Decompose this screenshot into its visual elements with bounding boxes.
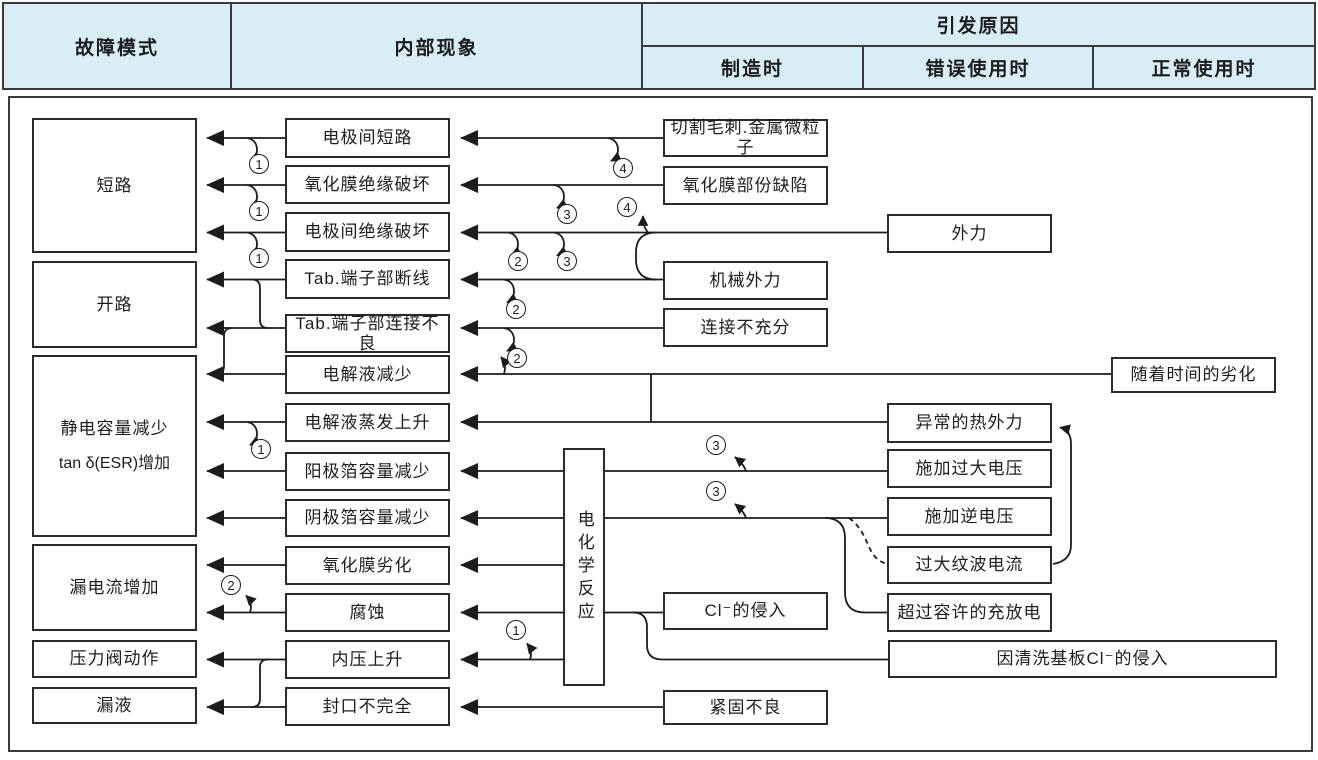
header-divider [862, 45, 864, 88]
header-divider [230, 4, 232, 88]
callout-number-1: 1 [251, 439, 271, 459]
callout-number-4: 4 [613, 158, 633, 178]
callout-number-4: 4 [617, 197, 637, 217]
box-inter-electrode-short: 电极间短路 [285, 118, 450, 158]
box-open-circuit: 开路 [32, 261, 197, 348]
box-internal-pressure-rise: 内压上升 [285, 640, 450, 679]
box-cutting-burr-metal-particles: 切割毛刺.金属微粒子 [663, 118, 828, 157]
box-leak-current-increase: 漏电流增加 [32, 544, 197, 631]
callout-number-1: 1 [249, 201, 269, 221]
callout-number-1: 1 [249, 154, 269, 174]
box-electrochemical-reaction: 电化学反应 [563, 448, 605, 686]
box-bad-tightening: 紧固不良 [663, 690, 828, 725]
box-electrolyte-evaporation: 电解液蒸发上升 [285, 403, 450, 442]
box-incomplete-sealing: 封口不完全 [285, 687, 450, 726]
callout-number-3: 3 [706, 435, 726, 455]
callout-number-2: 2 [221, 575, 241, 595]
callout-number-3: 3 [557, 204, 577, 224]
header-internal-phenomenon: 内部现象 [394, 37, 479, 59]
box-mechanical-external-force: 机械外力 [663, 261, 828, 300]
box-excessive-ripple-current: 过大纹波电流 [887, 546, 1052, 584]
callout-number-3: 3 [706, 481, 726, 501]
box-liquid-leak: 漏液 [32, 687, 197, 724]
box-excessive-voltage: 施加过大电压 [887, 449, 1052, 488]
header-during-manufacturing: 制造时 [720, 59, 784, 80]
header-divider [1092, 45, 1094, 88]
box-pcb-cleaning-cl-intrusion: 因清洗基板Cl⁻的侵入 [888, 640, 1277, 678]
header-trigger-cause: 引发原因 [936, 16, 1021, 37]
box-cathode-foil-cap-decrease: 阴极箔容量减少 [285, 499, 450, 537]
box-insufficient-connection: 连接不充分 [663, 308, 828, 347]
callout-number-2: 2 [506, 299, 526, 319]
box-anode-foil-cap-decrease: 阳极箔容量减少 [285, 452, 450, 491]
box-corrosion: 腐蚀 [285, 593, 450, 632]
callout-number-3: 3 [557, 251, 577, 271]
box-short-circuit: 短路 [32, 118, 197, 253]
box-sublabel: tan δ(ESR)增加 [58, 455, 171, 473]
box-over-allowed-charge-discharge: 超过容许的充放电 [887, 593, 1052, 632]
box-external-force: 外力 [887, 214, 1052, 253]
box-label: 静电容量减少 [60, 418, 169, 438]
callout-number-1: 1 [506, 620, 526, 640]
header-during-normal-use: 正常使用时 [1151, 59, 1257, 80]
box-electrolyte-decrease: 电解液减少 [285, 355, 450, 394]
box-oxide-film-degradation: 氧化膜劣化 [285, 546, 450, 585]
box-capacitance-decrease: 静电容量减少 tan δ(ESR)增加 [32, 355, 197, 537]
box-reverse-voltage: 施加逆电压 [887, 497, 1052, 536]
box-oxide-film-partial-defect: 氧化膜部份缺陷 [663, 166, 828, 205]
box-tab-terminal-bad-contact: Tab.端子部连接不良 [285, 314, 450, 353]
callout-number-1: 1 [249, 248, 269, 268]
callout-number-2: 2 [507, 348, 527, 368]
box-abnormal-thermal-stress: 异常的热外力 [887, 403, 1052, 443]
header-table: 故障模式 内部现象 引发原因 制造时 错误使用时 正常使用时 [2, 2, 1316, 90]
box-oxide-film-breakdown: 氧化膜绝缘破坏 [285, 165, 450, 204]
box-tab-terminal-break: Tab.端子部断线 [285, 259, 450, 299]
box-inter-electrode-breakdown: 电极间绝缘破坏 [285, 212, 450, 252]
box-pressure-valve-action: 压力阀动作 [32, 640, 197, 678]
header-divider [641, 45, 1314, 47]
header-during-misuse: 错误使用时 [925, 59, 1031, 80]
header-failure-mode: 故障模式 [74, 37, 159, 59]
box-cl-ion-intrusion: Cl⁻的侵入 [663, 592, 828, 630]
callout-number-2: 2 [508, 251, 528, 271]
box-degradation-over-time: 随着时间的劣化 [1111, 357, 1276, 393]
